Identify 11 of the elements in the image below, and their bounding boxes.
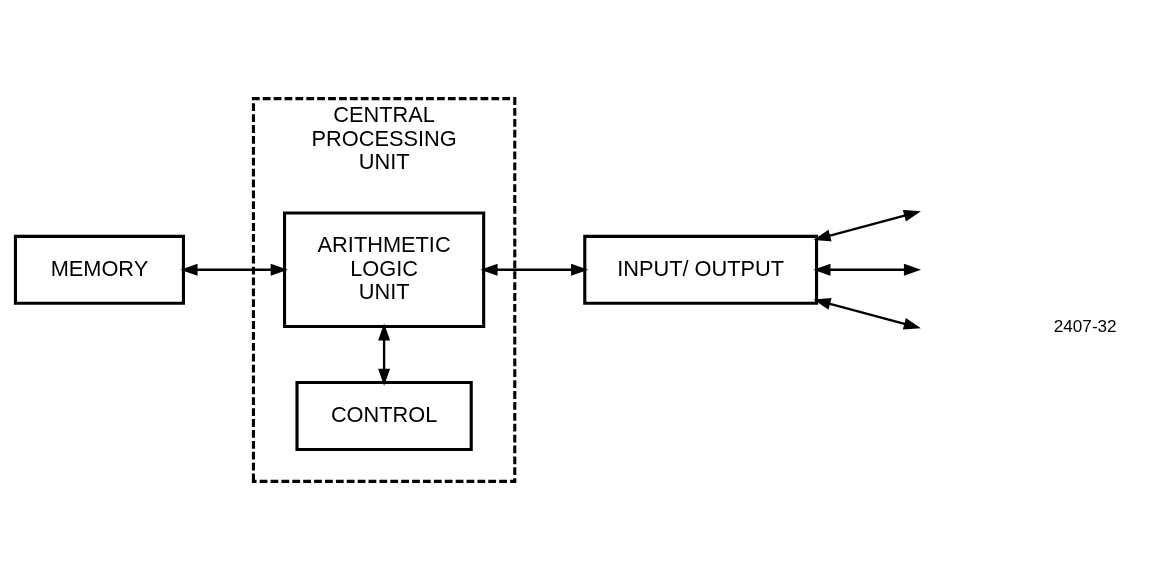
label: 2407-32: [1053, 316, 1117, 336]
arrow: [813, 298, 921, 330]
node-box: CONTROL: [295, 381, 473, 451]
node-box: MEMORY: [13, 234, 185, 305]
arrow: [813, 209, 921, 242]
node-box: INPUT/ OUTPUT: [583, 234, 819, 305]
arrow: [180, 263, 288, 276]
node-box: ARITHMETIC LOGIC UNIT: [283, 211, 486, 329]
arrow: [813, 263, 922, 276]
arrow: [480, 263, 589, 276]
arrow: [378, 323, 391, 386]
